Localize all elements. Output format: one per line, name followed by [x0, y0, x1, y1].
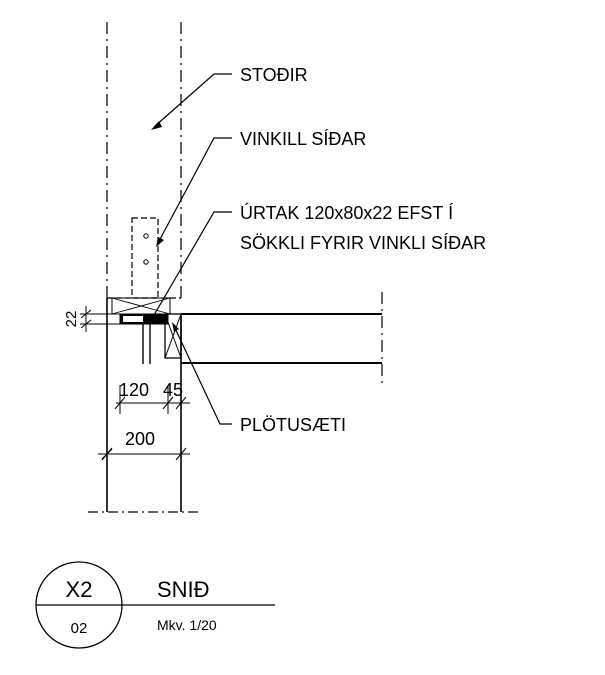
dimension-22: 22 — [63, 306, 120, 332]
scale-text: Mkv. 1/20 — [157, 617, 217, 633]
leader-vinkill — [156, 137, 232, 247]
label-urtak-line2: SÖKKLI FYRIR VINKLI SÍÐAR — [240, 233, 486, 253]
leader-urtak — [148, 211, 232, 325]
dim-200-text: 200 — [125, 429, 155, 449]
section-title: SNIÐ — [157, 577, 210, 602]
label-plotusaeti: PLÖTUSÆTI — [240, 415, 346, 435]
bracket-base-hatch — [111, 297, 171, 315]
dim-45-text: 45 — [163, 380, 183, 400]
leader-stodir — [151, 73, 232, 130]
leader-plotusaeti — [172, 322, 232, 425]
label-vinkill: VINKILL SÍÐAR — [240, 129, 366, 149]
floor-slab — [181, 292, 383, 384]
label-urtak-line1: ÚRTAK 120x80x22 EFST Í — [240, 202, 453, 223]
stud-column — [106, 22, 182, 298]
sheet-number: 02 — [71, 620, 88, 637]
angle-bracket — [131, 217, 159, 299]
detail-number: X2 — [66, 577, 93, 602]
dim-22-text: 22 — [63, 311, 80, 328]
dimension-200: 200 — [98, 429, 190, 461]
label-stodir: STOÐIR — [240, 65, 308, 85]
plate-seat — [164, 313, 182, 359]
dimension-120-45: 120 45 — [114, 380, 190, 414]
title-block: X2 02 SNIÐ Mkv. 1/20 — [35, 561, 275, 649]
notch — [119, 313, 169, 364]
plinth — [88, 297, 200, 513]
dim-120-text: 120 — [119, 380, 149, 400]
